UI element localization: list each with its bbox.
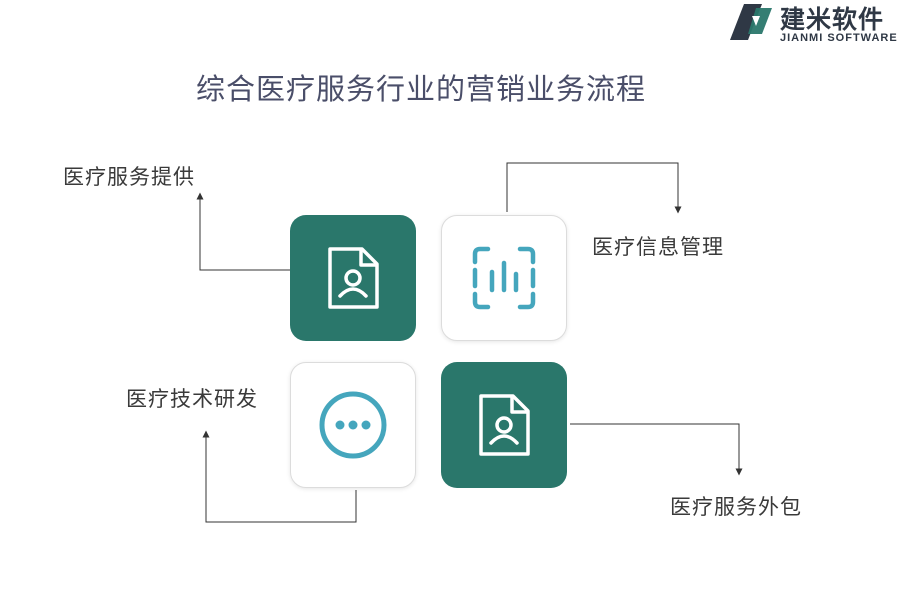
- tile-info-management: [441, 215, 567, 341]
- bar-chart-frame-icon: [472, 246, 536, 310]
- document-user-icon: [328, 247, 379, 309]
- label-outsourcing: 医疗服务外包: [670, 495, 802, 519]
- page-title: 综合医疗服务行业的营销业务流程: [195, 72, 646, 106]
- tile-service-provision: [290, 215, 416, 341]
- jianmi-logo-icon: [730, 4, 772, 40]
- connector-service-provision: [196, 192, 290, 271]
- label-tech-rd: 医疗技术研发: [126, 387, 258, 411]
- document-user-icon: [479, 394, 530, 456]
- label-service-provision: 医疗服务提供: [63, 165, 195, 189]
- tile-outsourcing: [441, 362, 567, 488]
- connector-info-management: [506, 162, 682, 214]
- tile-tech-rd: [290, 362, 416, 488]
- logo-chinese-name: 建米软件: [780, 5, 885, 34]
- label-info-management: 医疗信息管理: [592, 235, 724, 259]
- connector-outsourcing: [570, 423, 743, 476]
- logo-english-name: JIANMI SOFTWARE: [780, 32, 898, 44]
- ellipsis-circle-icon: [319, 391, 387, 459]
- brand-logo: 建米软件 JIANMI SOFTWARE: [722, 0, 900, 50]
- connector-tech-rd: [202, 430, 357, 523]
